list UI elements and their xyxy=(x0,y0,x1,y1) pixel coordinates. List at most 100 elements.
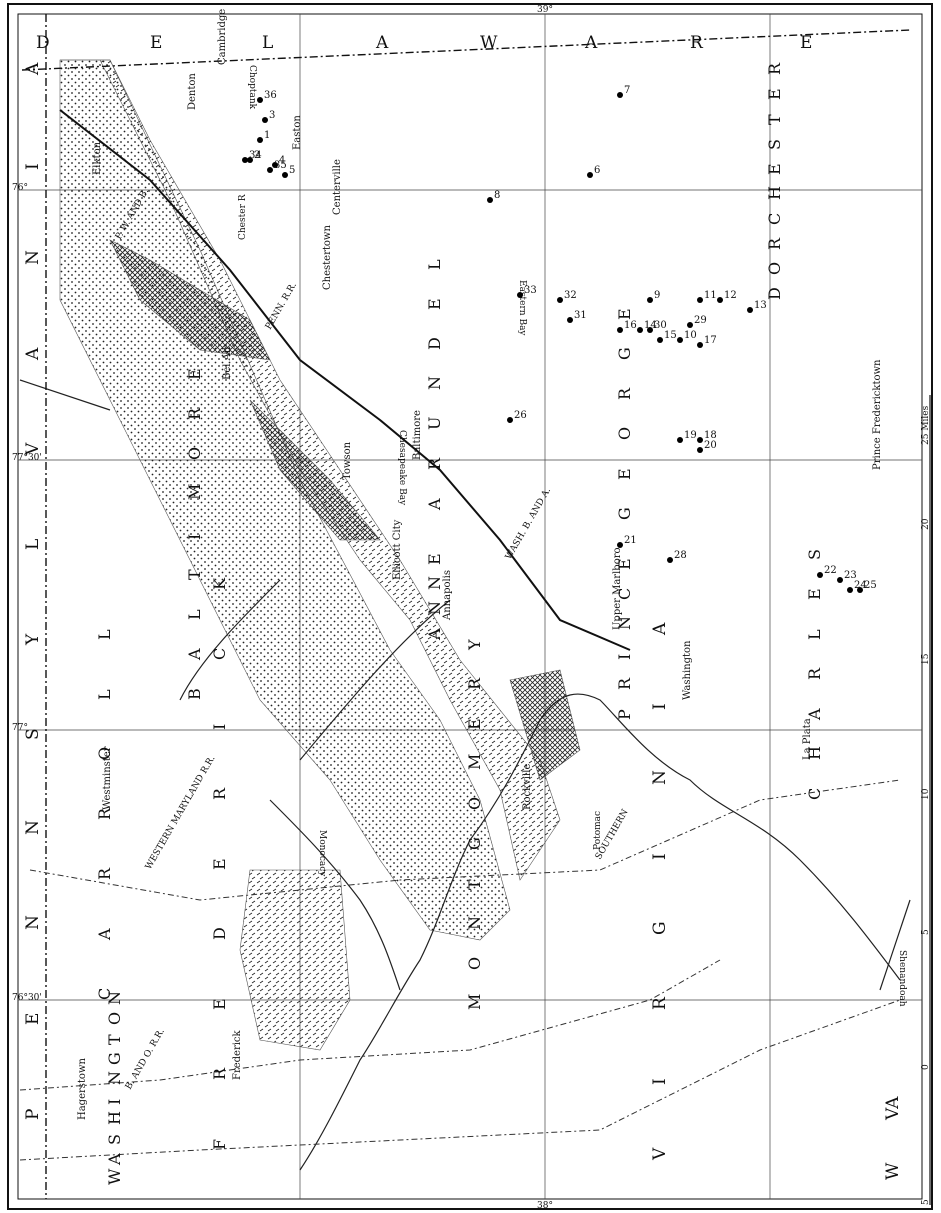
scale-bar: 5 0 5 10 15 20 25 Miles xyxy=(921,395,931,1205)
state-letters: D E L A W A R E P E N N S Y L V A N I A … xyxy=(23,33,903,1180)
county-prince-georges-8: E xyxy=(615,468,634,480)
site-dot-21 xyxy=(617,542,623,548)
state-letter-wv-va: VA xyxy=(883,1096,903,1121)
site-dot-30 xyxy=(647,327,653,333)
county-frederick-7: I xyxy=(210,724,229,730)
county-anne-arundel-9: D xyxy=(425,337,444,350)
county-frederick-4: D xyxy=(210,927,229,940)
site-dot-2 xyxy=(247,157,253,163)
site-label-28: 28 xyxy=(674,550,687,561)
county-montgomery-8: E xyxy=(465,718,484,730)
site-dot-29 xyxy=(687,322,693,328)
serpentine-hatched-area xyxy=(109,239,271,361)
site-dot-32 xyxy=(557,297,563,303)
scale-tick-0: 0 xyxy=(921,1064,931,1070)
label-penn-rr: PENN. R.R. xyxy=(264,281,299,332)
county-carroll: C xyxy=(95,988,114,1000)
county-prince-georges-7: G xyxy=(615,507,634,520)
label-lon-right: 76° xyxy=(12,183,28,193)
town-chestertown: Chestertown xyxy=(322,225,333,290)
county-montgomery-3: N xyxy=(465,916,484,930)
state-boundaries xyxy=(21,14,911,1199)
county-anne-arundel-6: R xyxy=(425,457,444,470)
scale-tick-5a: 5 xyxy=(921,1199,931,1205)
site-dot-12 xyxy=(717,297,723,303)
state-letter-va-n: N xyxy=(650,770,670,785)
county-washington-5: I xyxy=(105,1099,124,1105)
site-dot-14 xyxy=(637,327,643,333)
county-prince-georges-11: G xyxy=(615,347,634,360)
county-charles-2: H xyxy=(805,746,824,760)
county-dorchester-5: H xyxy=(765,186,784,200)
town-hagerstown: Hagerstown xyxy=(77,1057,88,1120)
site-dot-33 xyxy=(517,292,523,298)
state-letter-delaware-r: R xyxy=(690,33,704,53)
state-letter-va-v: V xyxy=(650,1147,670,1161)
county-washington-9: O xyxy=(105,1012,124,1025)
label-chester-river: Chester R xyxy=(238,194,248,240)
county-anne-arundel-4: E xyxy=(425,553,444,565)
county-carroll-5: O xyxy=(95,747,114,760)
state-letter-penn-a2: A xyxy=(23,62,43,76)
town-baltimore: Baltimore xyxy=(412,410,423,460)
county-charles-7: S xyxy=(805,549,824,560)
label-lon-left: 77°30' xyxy=(12,453,42,463)
site-label-7: 7 xyxy=(624,85,630,96)
county-dorchester-4: C xyxy=(765,213,784,225)
county-frederick-3: E xyxy=(210,998,229,1010)
site-dot-36 xyxy=(257,97,263,103)
county-carroll-3: R xyxy=(95,867,114,880)
state-letter-delaware-a2: A xyxy=(584,33,598,53)
site-label-33: 33 xyxy=(524,285,537,296)
town-prince-fredericktown: Prince Fredericktown xyxy=(872,359,883,470)
town-la-plata: La Plata xyxy=(802,718,813,760)
map-inner-border xyxy=(17,13,923,1200)
county-anne-arundel-3: N xyxy=(425,576,444,590)
county-prince-georges-10: R xyxy=(615,387,634,400)
site-label-31: 31 xyxy=(574,310,587,321)
county-anne-arundel-10: E xyxy=(425,298,444,310)
state-letter-penn-p: P xyxy=(23,1109,43,1120)
site-label-30: 30 xyxy=(654,320,667,331)
county-dorchester-2: O xyxy=(765,262,784,275)
choptank-river xyxy=(299,599,451,761)
shenandoah-river xyxy=(879,899,911,991)
chester-river xyxy=(179,579,281,701)
town-annapolis: Annapolis xyxy=(442,570,453,621)
county-dorchester-6: E xyxy=(765,163,784,175)
town-cambridge: Cambridge xyxy=(217,9,228,65)
site-dot-13 xyxy=(747,307,753,313)
site-label-5: 5 xyxy=(289,165,295,176)
state-letter-penn-a: A xyxy=(23,347,43,361)
site-dot-1 xyxy=(257,137,263,143)
state-letter-penn-n: N xyxy=(23,915,43,930)
county-baltimore-8: R xyxy=(185,407,204,420)
site-label-35: 35 xyxy=(274,160,287,171)
label-lon-mid2: 76°30' xyxy=(12,993,42,1003)
state-letter-penn-i: I xyxy=(23,163,43,170)
county-prince-georges-2: R xyxy=(615,677,634,690)
site-label-23: 23 xyxy=(844,570,857,581)
site-dot-19 xyxy=(677,437,683,443)
site-label-2: 2 xyxy=(254,150,260,161)
scale-tick-25: 25 Miles xyxy=(921,405,931,445)
county-prince-georges-12: E xyxy=(615,308,634,320)
county-dorchester-3: R xyxy=(765,237,784,250)
county-frederick-9: K xyxy=(210,577,229,590)
state-letter-delaware-d: D xyxy=(36,33,50,53)
site-dot-4 xyxy=(272,162,278,168)
county-prince-georges-3: I xyxy=(615,654,634,660)
county-baltimore-6: M xyxy=(185,484,204,500)
county-prince-georges: P xyxy=(615,709,634,720)
county-dorchester-8: T xyxy=(765,114,784,125)
county-frederick-2: R xyxy=(210,1067,229,1080)
site-dot-34 xyxy=(242,157,248,163)
county-frederick-6: R xyxy=(210,787,229,800)
county-baltimore-2: A xyxy=(185,648,204,661)
county-washington-4: H xyxy=(105,1111,124,1125)
county-charles-5: L xyxy=(805,629,824,640)
site-label-15: 15 xyxy=(664,330,677,341)
town-ellicott-city: Ellicott City xyxy=(392,519,403,580)
site-label-36: 36 xyxy=(264,90,277,101)
label-potomac: Potomac xyxy=(593,811,603,850)
